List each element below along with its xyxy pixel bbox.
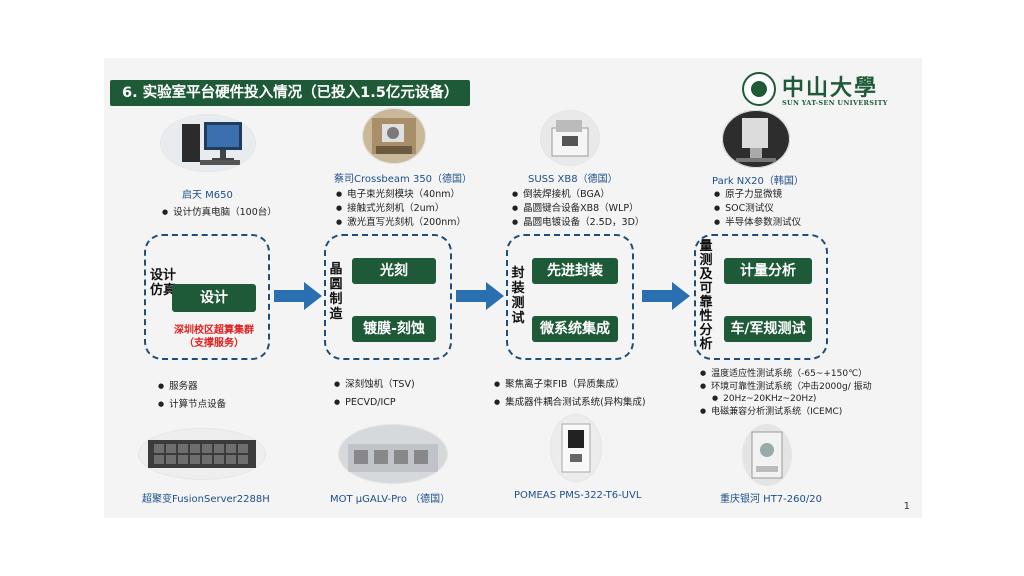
- server-icon: [148, 440, 256, 468]
- top-bullets-2: 电子束光刻模块（40nm） 接触式光刻机（2um） 激光直写光刻机（200nm）: [336, 188, 466, 230]
- suss-photo: [540, 110, 600, 166]
- bottom-caption-1: 超聚变FusionServer2288H: [142, 494, 270, 505]
- bullet-item: 温度适应性测试系统（-65~+150℃）: [700, 368, 872, 381]
- flow-arrow-3: [642, 282, 690, 310]
- park-photo: [722, 110, 790, 168]
- bottom-caption-3: POMEAS PMS-322-T6-UVL: [514, 490, 642, 501]
- university-emblem-icon: [742, 72, 776, 106]
- note-line: 深圳校区超算集群: [174, 325, 254, 336]
- crossbeam-photo: [362, 108, 426, 164]
- bottom-caption-2: MOT μGALV-Pro （德国）: [330, 494, 451, 505]
- bullet-item: 集成器件耦合测试系统(异构集成): [494, 394, 645, 412]
- flow-arrow-1: [274, 282, 322, 310]
- slide-title: 6. 实验室平台硬件投入情况（已投入1.5亿元设备）: [110, 80, 471, 106]
- bullet-item: 倒装焊接机（BGA）: [512, 188, 644, 202]
- bullet-item: 原子力显微镜: [714, 188, 801, 202]
- bullet-continuation: 20Hz~20KHz~20Hz): [700, 393, 872, 406]
- bullet-item: 激光直写光刻机（200nm）: [336, 216, 466, 230]
- bottom-caption-4: 重庆银河 HT7-260/20: [720, 494, 822, 505]
- pomeas-photo: [550, 414, 602, 482]
- note-line: （支撑服务）: [184, 338, 244, 349]
- flow-arrow-2: [456, 282, 504, 310]
- slide: 6. 实验室平台硬件投入情况（已投入1.5亿元设备） 中山大學 SUN YAT-…: [104, 58, 922, 518]
- lithography-button: 光刻: [352, 258, 436, 284]
- automotive-military-test-button: 车/军规测试: [724, 316, 812, 342]
- bullet-item: 接触式光刻机（2um）: [336, 202, 466, 216]
- bullet-item: 电子束光刻模块（40nm）: [336, 188, 466, 202]
- bullet-item: 服务器: [158, 378, 226, 396]
- bonder-icon: [551, 120, 589, 157]
- bullet-item: 晶圆电镀设备（2.5D，3D）: [512, 216, 644, 230]
- top-caption-1: 启天 M650: [182, 190, 233, 201]
- bullet-item: 环境可靠性测试系统（冲击2000g/ 振动: [700, 381, 872, 394]
- bullet-item: 计算节点设备: [158, 396, 226, 414]
- stage-label-wafer: 晶圆制造: [329, 262, 343, 322]
- stage-label-packaging: 封装测试: [511, 266, 525, 326]
- etcher-photo: [338, 424, 448, 484]
- top-bullets-3: 倒装焊接机（BGA） 晶圆键合设备XB8（WLP） 晶圆电镀设备（2.5D，3D…: [512, 188, 644, 230]
- bullet-item: 半导体参数测试仪: [714, 216, 801, 230]
- logo-en-text: SUN YAT-SEN UNIVERSITY: [782, 99, 888, 107]
- climate-chamber-icon: [751, 431, 783, 479]
- stage-box-design: [144, 234, 270, 360]
- top-bullets-4: 原子力显微镜 SOC测试仪 半导体参数测试仪: [714, 188, 801, 230]
- bottom-bullets-2: 深刻蚀机（TSV) PECVD/ICP: [334, 376, 415, 412]
- test-system-icon: [561, 423, 591, 473]
- afm-icon: [736, 118, 776, 162]
- top-caption-4: Park NX20（韩国）: [712, 176, 804, 187]
- coating-etching-button: 镀膜-刻蚀: [352, 316, 436, 342]
- metrology-analysis-button: 计量分析: [724, 258, 812, 284]
- bullet-item: 深刻蚀机（TSV): [334, 376, 415, 394]
- top-caption-3: SUSS XB8（德国）: [528, 174, 618, 185]
- bullet-item: SOC测试仪: [714, 202, 801, 216]
- microsystem-integration-button: 微系统集成: [532, 316, 618, 342]
- stage-box-metrology: [694, 234, 828, 360]
- computer-icon: [182, 122, 242, 165]
- top-caption-2: 蔡司Crossbeam 350（德国）: [334, 174, 473, 185]
- top-bullets-1: 设计仿真电脑（100台）: [162, 206, 277, 220]
- stage-box-wafer: [324, 234, 452, 360]
- bottom-bullets-3: 聚焦离子束FIB（异质集成） 集成器件耦合测试系统(异构集成): [494, 376, 646, 412]
- bullet-item: 电磁兼容分析测试系统（ICEMC): [700, 406, 872, 419]
- stage-label-metrology: 量测及可靠性分析: [699, 239, 713, 352]
- page-number: 1: [903, 501, 910, 512]
- chamber-photo: [742, 424, 792, 486]
- server-photo: [138, 428, 266, 480]
- bottom-bullets-4: 温度适应性测试系统（-65~+150℃） 环境可靠性测试系统（冲击2000g/ …: [700, 368, 872, 418]
- advanced-packaging-button: 先进封装: [532, 258, 618, 284]
- bottom-bullets-1: 服务器 计算节点设备: [158, 378, 226, 414]
- university-logo: 中山大學 SUN YAT-SEN UNIVERSITY: [742, 70, 912, 112]
- microscope-icon: [372, 118, 416, 154]
- bullet-item: 晶圆键合设备XB8（WLP）: [512, 202, 644, 216]
- supercomputer-note: 深圳校区超算集群 （支撑服务）: [158, 324, 270, 350]
- logo-cn-text: 中山大學: [782, 75, 879, 101]
- stage-box-packaging: [506, 234, 634, 360]
- bullet-item: 聚焦离子束FIB（异质集成）: [494, 376, 646, 394]
- design-button: 设计: [172, 284, 256, 312]
- lab-equipment-icon: [348, 444, 438, 472]
- bullet-item: PECVD/ICP: [334, 394, 415, 412]
- computer-photo: [160, 114, 256, 172]
- stage-label-design: 设计仿真: [149, 268, 176, 298]
- bullet-item: 设计仿真电脑（100台）: [162, 206, 277, 220]
